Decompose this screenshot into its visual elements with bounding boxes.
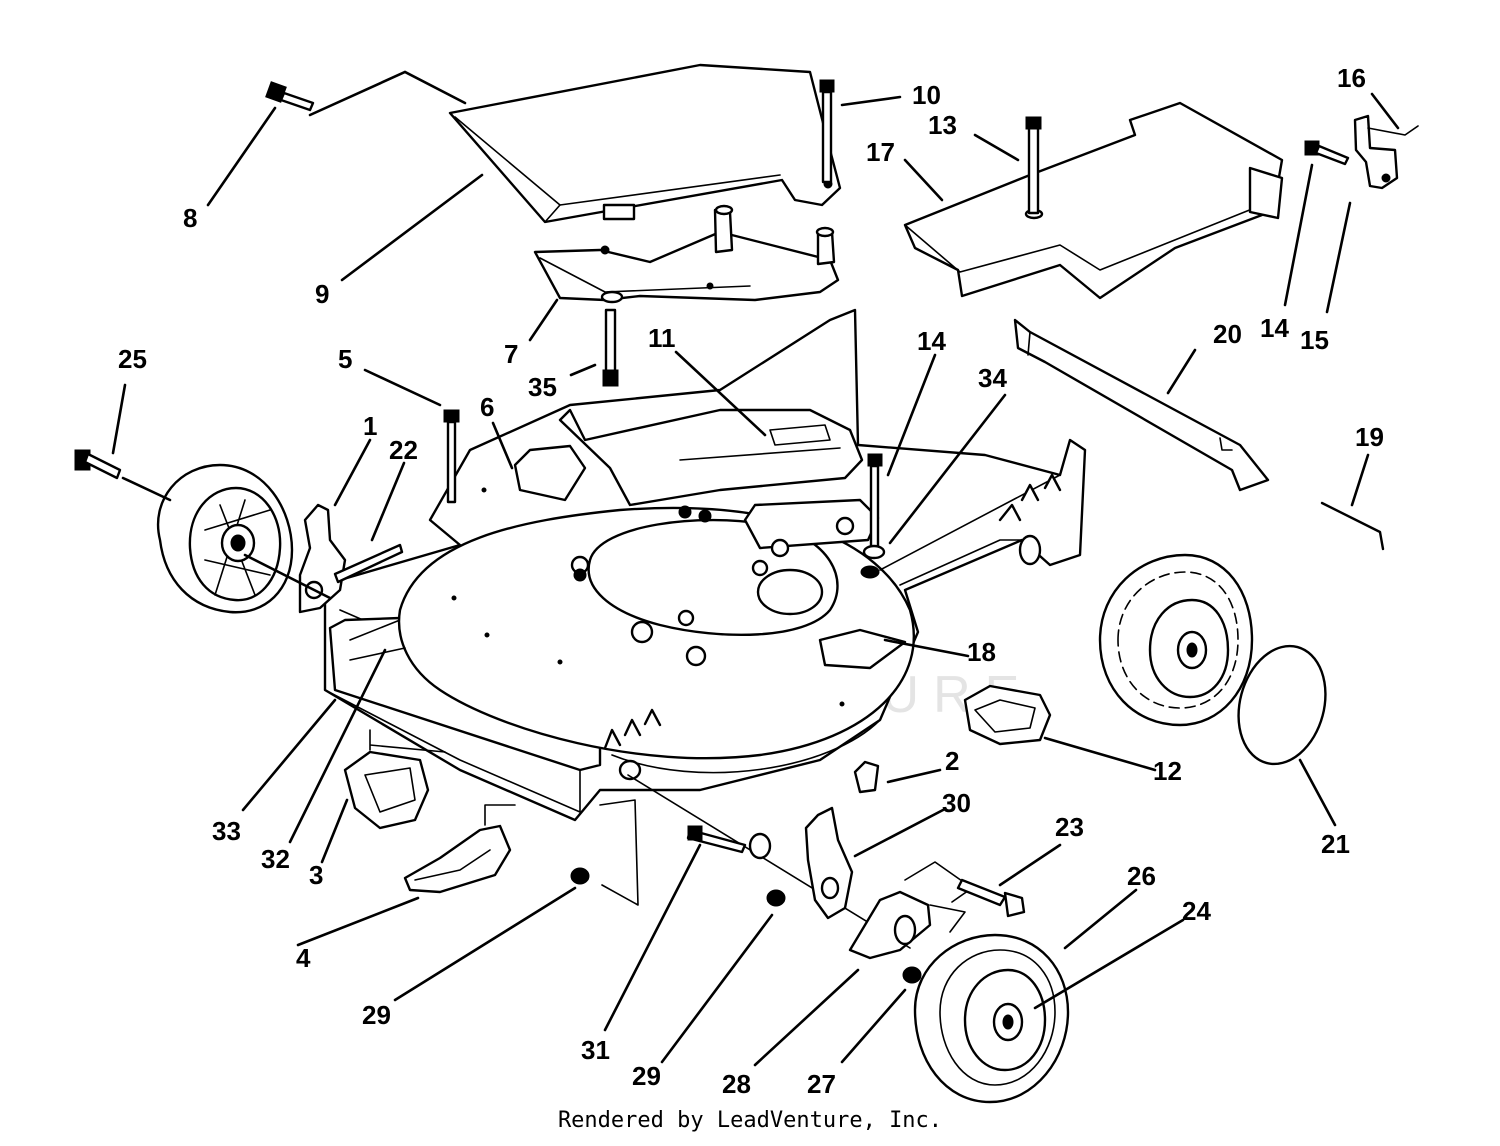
bolt-23-part bbox=[956, 878, 1026, 918]
chute-cover-part bbox=[903, 101, 1284, 300]
callout-32: 32 bbox=[261, 844, 290, 874]
callout-21: 21 bbox=[1321, 829, 1350, 859]
rear-cover-part bbox=[448, 63, 842, 224]
callout-33: 33 bbox=[212, 816, 241, 846]
render-credit: Rendered by LeadVenture, Inc. bbox=[557, 1108, 943, 1133]
rear-left-wheel-part bbox=[156, 463, 294, 614]
callout-20: 20 bbox=[1213, 319, 1242, 349]
callout-1: 1 bbox=[363, 411, 377, 441]
callout-10: 10 bbox=[912, 80, 941, 110]
callout-6: 6 bbox=[480, 392, 494, 422]
guard-12-part bbox=[963, 684, 1052, 746]
callout-16: 16 bbox=[1337, 63, 1366, 93]
front-right-wheel-part bbox=[1098, 553, 1254, 727]
bolt-25-part bbox=[74, 449, 172, 502]
guard-4-part bbox=[403, 804, 516, 894]
callout-13: 13 bbox=[928, 110, 957, 140]
callout-8: 8 bbox=[183, 203, 197, 233]
callout-18: 18 bbox=[967, 637, 996, 667]
callout-14-upper: 14 bbox=[1260, 313, 1289, 343]
callout-30: 30 bbox=[942, 788, 971, 818]
side-rail-part bbox=[1013, 318, 1270, 492]
callout-29-right: 29 bbox=[632, 1061, 661, 1091]
pin-19-part bbox=[1320, 501, 1385, 551]
mower-deck-part bbox=[323, 308, 1087, 822]
bracket-15-part bbox=[1353, 114, 1419, 190]
callout-11: 11 bbox=[648, 323, 676, 353]
bracket-1-part bbox=[243, 503, 347, 614]
callout-28: 28 bbox=[722, 1069, 751, 1099]
callout-25: 25 bbox=[118, 344, 147, 374]
callout-19: 19 bbox=[1355, 422, 1384, 452]
bolt-35-part bbox=[602, 308, 619, 387]
callout-2: 2 bbox=[945, 746, 959, 776]
callout-31: 31 bbox=[581, 1035, 610, 1065]
callout-12: 12 bbox=[1153, 756, 1182, 786]
callout-4: 4 bbox=[296, 943, 311, 973]
callout-23: 23 bbox=[1055, 812, 1084, 842]
callout-14-lower: 14 bbox=[917, 326, 946, 356]
callout-29-left: 29 bbox=[362, 1000, 391, 1030]
bolt-8-part bbox=[265, 81, 315, 112]
callout-5: 5 bbox=[338, 344, 352, 374]
callout-3: 3 bbox=[309, 860, 323, 890]
bolt-13-part bbox=[1025, 116, 1042, 215]
callout-34: 34 bbox=[978, 363, 1007, 393]
callout-9: 9 bbox=[315, 279, 329, 309]
bolt-14-lower-part bbox=[860, 453, 886, 579]
callout-22: 22 bbox=[389, 435, 418, 465]
bolt-5-part bbox=[443, 409, 460, 504]
callout-35: 35 bbox=[528, 372, 557, 402]
deck-bracket-part bbox=[533, 204, 840, 304]
bolt-10-part bbox=[819, 79, 835, 184]
callout-17: 17 bbox=[866, 137, 895, 167]
bolt-14-upper-part bbox=[1304, 140, 1350, 166]
hubcap-21-part bbox=[1237, 644, 1327, 766]
callout-27: 27 bbox=[807, 1069, 836, 1099]
callout-15: 15 bbox=[1300, 325, 1329, 355]
callout-26: 26 bbox=[1127, 861, 1156, 891]
callout-labels: 8 9 10 13 17 16 14 15 20 7 35 11 5 14 34… bbox=[118, 63, 1384, 1099]
block-2-part bbox=[853, 760, 880, 794]
callout-7: 7 bbox=[504, 339, 518, 369]
guard-3-part bbox=[343, 729, 446, 830]
callout-24: 24 bbox=[1182, 896, 1211, 926]
axle-assembly-part bbox=[570, 774, 973, 984]
leader-lines bbox=[111, 70, 1400, 1067]
front-left-wheel-part bbox=[913, 933, 1070, 1104]
plate-part bbox=[599, 799, 639, 906]
rod-22-part bbox=[333, 543, 404, 584]
